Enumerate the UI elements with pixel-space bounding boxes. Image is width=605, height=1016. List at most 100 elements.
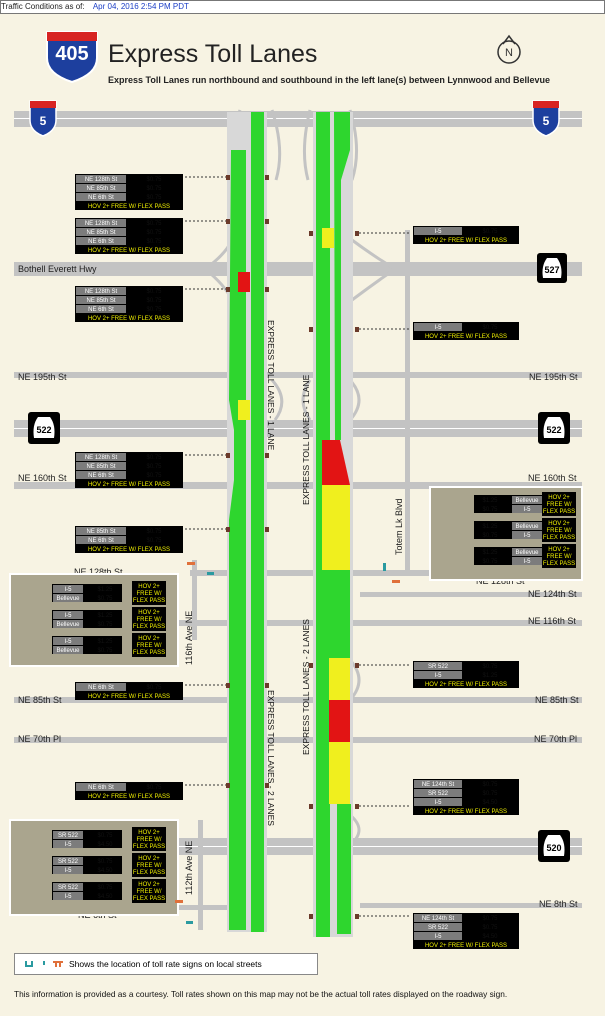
ramp-hov-text: FLEX PASS: [543, 509, 575, 515]
sign-location-marker: [265, 175, 269, 180]
ramp-left-text: $0.75: [482, 533, 498, 539]
sign-rate: $4.50: [482, 934, 498, 940]
sign-location-marker: [309, 804, 313, 809]
sign-rate: $0.75: [146, 529, 162, 535]
label-ne116: NE 116th St: [528, 616, 576, 626]
sign-dest: SR 522: [428, 791, 449, 797]
sign-location-marker: [226, 453, 230, 458]
label-bothell: Bothell Everett Hwy: [18, 264, 97, 274]
ramp-right-text: I-5: [523, 559, 531, 565]
status-label: Traffic Conditions as of:: [1, 2, 85, 11]
road-ne160: [14, 482, 582, 489]
sign-hov: HOV 2+ FREE W/ FLEX PASS: [425, 809, 507, 815]
sr522-label-left: 522: [36, 425, 51, 435]
sign-dest-cell: [76, 471, 126, 479]
ramp-right-text: I-5: [523, 533, 531, 539]
sign-dest-cell: [414, 798, 462, 806]
sb-lower-lane-label: EXPRESS TOLL LANES - 2 LANES: [266, 690, 276, 826]
sign-hov: HOV 2+ FREE W/ FLEX PASS: [88, 204, 170, 210]
ramp-cell-left: [53, 637, 83, 645]
ramp-cell-right: [90, 831, 121, 839]
ramp-cell-right: [90, 866, 121, 874]
ramp-hov-text: HOV 2+: [138, 830, 160, 836]
ramp-hov-text: FLEX PASS: [543, 535, 575, 541]
ramp-right-text: Bellevue: [515, 498, 539, 504]
ramp-right-text: $0.75: [97, 833, 113, 839]
ramp-hov-text: FREE W/: [137, 591, 162, 597]
sign-hov: HOV 2+ FREE W/ FLEX PASS: [88, 694, 170, 700]
ramp-cell-left: [53, 831, 83, 839]
sign-rate: $0.75: [146, 785, 162, 791]
sign-location-marker: [355, 804, 359, 809]
ramp-cell-right: [512, 522, 543, 530]
sign-hov: HOV 2+ FREE W/ FLEX PASS: [425, 943, 507, 949]
ramp-sign: SR 522$0.75I-5$4.50: [52, 856, 122, 874]
ramp-cell-right: [90, 637, 121, 645]
ramp-hov-text: FREE W/: [547, 554, 572, 560]
sign-hov: HOV 2+ FREE W/ FLEX PASS: [88, 248, 170, 254]
sign-dest-cell: [76, 228, 126, 236]
sign-dest: NE 85th St: [86, 298, 115, 304]
sign-dest-cell: [414, 789, 462, 797]
sign-dest: I-5: [434, 934, 442, 940]
ramp-hov-text: HOV 2+: [138, 856, 160, 862]
ramp-cell-left: [53, 866, 83, 874]
sign-dest: NE 85th St: [86, 464, 115, 470]
ramp-hov-text: FLEX PASS: [133, 598, 165, 604]
sign-location-marker: [265, 219, 269, 224]
sign-location-marker: [226, 683, 230, 688]
ramp-left-text: $0.75: [482, 507, 498, 513]
ramp-hov-text: FREE W/: [137, 837, 162, 843]
ramp-cell-left: [53, 840, 83, 848]
nb-segment-free: [322, 570, 350, 658]
ramp-hov-text: HOV 2+: [548, 547, 570, 553]
sign-location-marker: [265, 287, 269, 292]
ramp-hov-panel: [132, 853, 166, 877]
ramp-hov-sign: HOV 2+FREE W/FLEX PASS: [132, 633, 166, 657]
sign-rate: $0.75: [482, 925, 498, 931]
sr522-shield-left: 522: [28, 412, 60, 444]
sr520-label: 520: [546, 843, 561, 853]
ramp-left-text: I-5: [64, 894, 72, 900]
ramp-hov-text: FREE W/: [137, 617, 162, 623]
sign-rate: $0.75: [146, 177, 162, 183]
ramp-right-text: $4.50: [97, 868, 113, 874]
sign-dest-cell: [76, 193, 126, 201]
ramp-hov-sign: HOV 2+FREE W/FLEX PASS: [542, 492, 576, 516]
ramp-cell-left: [475, 557, 505, 565]
sign-dest: NE 6th St: [88, 685, 114, 691]
nb-segment-heavy-1: [322, 440, 350, 485]
sign-dest-cell: [76, 453, 126, 461]
sb-segment-moderate: [238, 400, 250, 420]
ramp-cell-left: [475, 548, 505, 556]
sign-rate: $0.75: [146, 685, 162, 691]
ramp-hov-panel: [132, 879, 166, 903]
nb-general-lanes-lower: [337, 804, 351, 934]
nb-segment-moderate-3: [329, 658, 350, 700]
ramp-hov-panel: [542, 492, 576, 516]
sb-upper-lane-label: EXPRESS TOLL LANES - 1 LANE: [266, 320, 276, 451]
sb-general-lanes: [229, 150, 246, 930]
sign-rate: $0.75: [146, 230, 162, 236]
road-sr522: [14, 420, 582, 437]
label-112th-ave: 112th Ave NE: [184, 841, 194, 895]
road-ne124: [360, 592, 582, 597]
sign-dest: NE 128th St: [85, 289, 118, 295]
sign-rate: $0.75: [146, 239, 162, 245]
sign-location-marker: [309, 327, 313, 332]
sign-dest-cell: [76, 462, 126, 470]
ramp-cell-right: [90, 883, 121, 891]
sign-dest: NE 85th St: [86, 529, 115, 535]
ramp-hov-panel: [542, 518, 576, 542]
ramp-left-text: Bellevue: [56, 648, 80, 654]
nb-segment-heavy-2: [329, 700, 350, 742]
ramp-cell-right: [512, 531, 543, 539]
label-totem: Totem Lk Blvd: [394, 498, 404, 555]
ramp-hov-text: FLEX PASS: [133, 896, 165, 902]
